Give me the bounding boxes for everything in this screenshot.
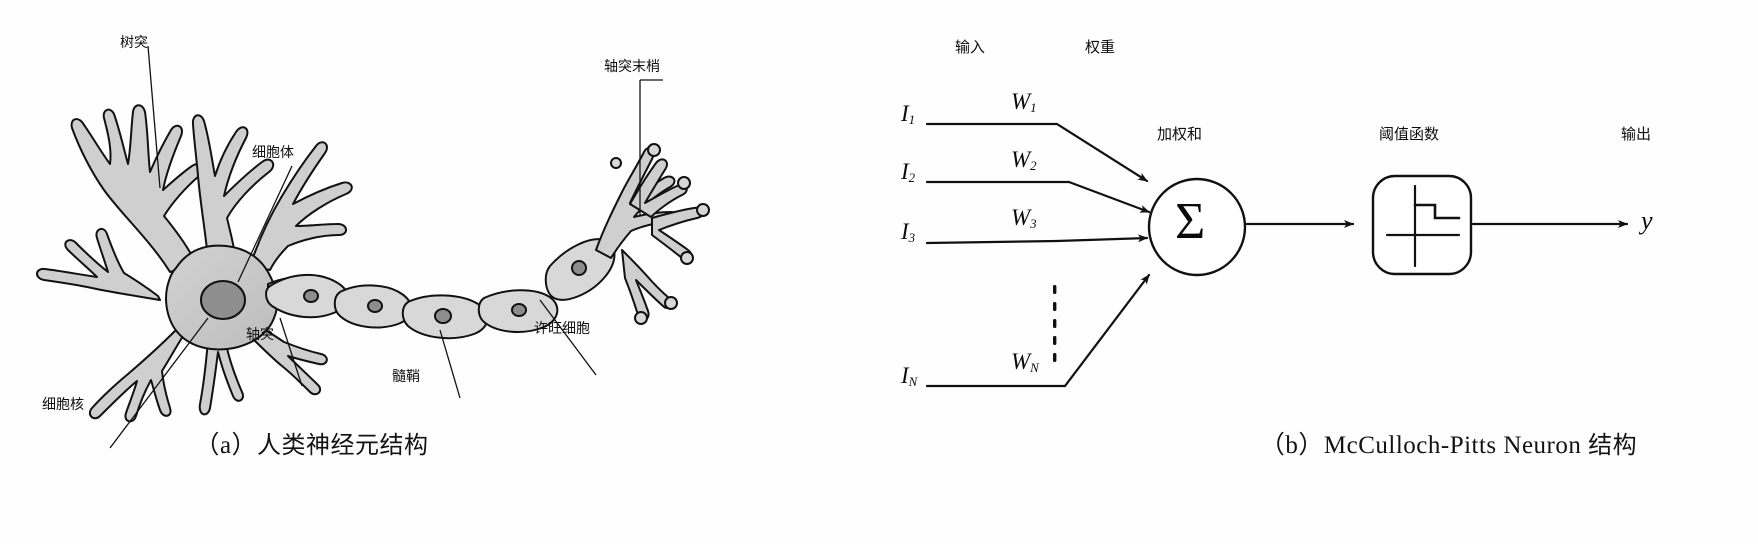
label-output-header: 输出 xyxy=(1621,125,1652,143)
schwann-nucleus-2 xyxy=(367,299,383,313)
caption-panel-b: （b）McCulloch-Pitts Neuron 结构 xyxy=(1009,425,1758,461)
threshold-box xyxy=(1371,174,1473,276)
input-arrow-n xyxy=(1063,273,1151,388)
caption-b-suffix: 结构 xyxy=(1588,431,1638,459)
input-ellipsis-dots xyxy=(1053,285,1057,362)
dendrite-branch-upper-left xyxy=(70,104,204,273)
caption-a-text: 人类神经元结构 xyxy=(257,431,429,459)
terminal-bouton-2 xyxy=(677,176,691,190)
leader-nucleus xyxy=(109,317,209,449)
input-symbol-2: I2 xyxy=(901,159,916,185)
schwann-nucleus-4 xyxy=(511,303,527,317)
input-symbol-1: I1 xyxy=(901,101,916,127)
caption-panel-a: （a）人类神经元结构 xyxy=(0,425,751,461)
summation-symbol: Σ xyxy=(1175,193,1206,250)
dendrite-branch-upper-right xyxy=(249,141,353,271)
schwann-nucleus-5 xyxy=(571,260,587,276)
input-arrow-1 xyxy=(1055,122,1149,183)
input-symbol-n: IN xyxy=(901,363,918,389)
leader-axon xyxy=(279,317,303,387)
input-arrow-2 xyxy=(1067,180,1151,214)
axon-terminal-branch-lower xyxy=(621,249,673,322)
input-line-3 xyxy=(925,239,1059,245)
panel-human-neuron: 树突 细胞体 轴突末梢 轴突 髓鞘 许旺细胞 细胞核 （a）人类神经元结构 xyxy=(0,35,751,461)
leader-lines xyxy=(109,45,663,449)
dendrite-branch-lower-right xyxy=(243,321,328,396)
caption-a-prefix: （a） xyxy=(194,432,258,459)
terminal-bouton-7 xyxy=(610,157,622,169)
panel-mcculloch-pitts: 输入 权重 加权和 阈值函数 输出 I1 I2 I3 IN W1 W2 W3 W… xyxy=(879,0,1758,544)
human-neuron-illustration xyxy=(36,45,710,449)
dendrite-branch-upper-mid xyxy=(191,114,275,259)
mcculloch-pitts-diagram xyxy=(925,122,1629,388)
dendrite-branch-left xyxy=(36,227,161,301)
caption-b-mid: McCulloch-Pitts Neuron xyxy=(1323,432,1582,459)
label-axon: 轴突 xyxy=(246,327,274,343)
label-soma: 细胞体 xyxy=(252,145,294,161)
schwann-nucleus-3 xyxy=(434,308,452,324)
summation-node xyxy=(1147,177,1247,277)
output-symbol: y xyxy=(1641,206,1653,235)
terminal-bouton-1 xyxy=(647,143,661,157)
label-schwann-cell: 许旺细胞 xyxy=(534,321,590,337)
caption-b-prefix: （b） xyxy=(1259,432,1324,459)
leader-soma xyxy=(237,165,293,283)
label-threshold-function: 阈值函数 xyxy=(1379,125,1440,143)
step-function-curve xyxy=(1413,203,1461,220)
terminal-bouton-4 xyxy=(680,251,694,265)
weight-symbol-1: W1 xyxy=(1011,89,1037,115)
leader-schwann xyxy=(539,299,597,376)
label-weighted-sum: 加权和 xyxy=(1157,125,1203,143)
weight-symbol-3: W3 xyxy=(1011,205,1037,231)
weight-symbol-n: WN xyxy=(1011,349,1039,375)
leader-dendrite xyxy=(147,45,161,189)
label-myelin-sheath: 髓鞘 xyxy=(392,369,420,385)
input-arrow-3 xyxy=(1055,234,1149,243)
axon-terminal-branch-upper xyxy=(629,158,688,218)
input-symbol-3: I3 xyxy=(901,219,916,245)
label-weight-header: 权重 xyxy=(1085,38,1116,56)
leader-myelin xyxy=(439,329,461,399)
label-input-header: 输入 xyxy=(955,38,986,56)
weight-symbol-2: W2 xyxy=(1011,147,1037,173)
nucleus xyxy=(200,280,246,320)
label-dendrite: 树突 xyxy=(120,35,148,51)
schwann-nucleus-1 xyxy=(303,289,319,303)
label-nucleus: 细胞核 xyxy=(42,397,84,413)
label-axon-terminal: 轴突末梢 xyxy=(604,59,660,75)
dendrite-branch-lower-left xyxy=(88,329,184,423)
neuron-drawing xyxy=(36,104,710,423)
axon-terminal-branch-right xyxy=(651,206,705,262)
dendrite-branch-bottom xyxy=(198,339,244,416)
terminal-bouton-3 xyxy=(696,203,710,217)
terminal-bouton-5 xyxy=(634,311,648,325)
terminal-bouton-6 xyxy=(664,296,678,310)
